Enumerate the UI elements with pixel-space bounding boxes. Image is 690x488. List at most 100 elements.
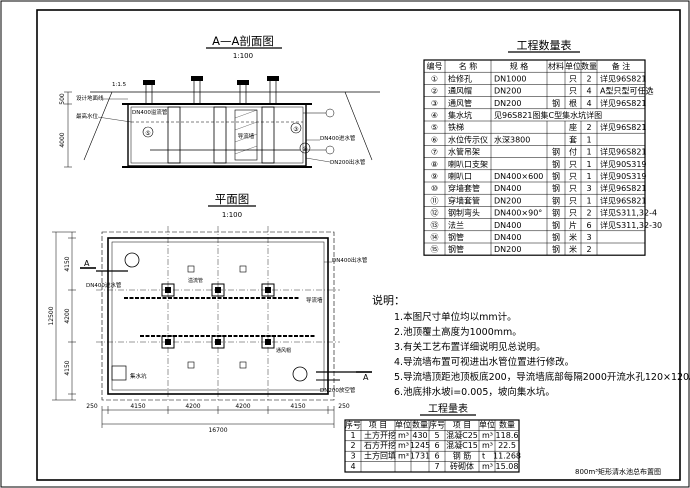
inlet-pipe-label: DN400进水管 <box>86 281 122 289</box>
quantity-table-cell: 只 <box>569 87 577 96</box>
note-item: 4.导流墙布置可视进出水管位置进行修改。 <box>394 356 574 368</box>
earthwork-table-cell: 15.08 <box>496 462 519 471</box>
quantity-table-cell: 钢 <box>552 244 560 254</box>
plan-dim-left: 4150 <box>64 360 71 375</box>
section-cut-label-left: A <box>84 259 90 268</box>
quantity-table-cell: ⑬ <box>431 221 439 230</box>
manhole-icon <box>292 366 308 382</box>
quantity-table-header-cell: 单位 <box>565 61 581 71</box>
manhole-icon <box>124 252 140 268</box>
earthwork-table-cell: 钢 筋 <box>453 451 472 461</box>
note-item: 6.池底排水坡i=0.005，坡向集水坑。 <box>394 386 555 398</box>
section-cut-label-right: A <box>363 373 369 382</box>
section-dim-top: 500 <box>59 93 66 105</box>
quantity-table-cell: 只 <box>569 172 577 181</box>
quantity-table-cell: 4 <box>586 99 591 108</box>
earthwork-table-cell: 1 <box>350 431 355 440</box>
quantity-table-cell: 详见96S821 <box>600 73 647 83</box>
quantity-table-cell: DN200 <box>494 245 521 254</box>
quantity-table-header-cell: 材料 <box>548 61 564 71</box>
quantity-table-cell: ⑩ <box>431 184 438 193</box>
earthwork-table-title: 工程量表 <box>428 402 468 415</box>
note-item: 5.导流墙顶距池顶板底200，导流墙底部每隔2000开流水孔120×120。 <box>394 371 690 383</box>
quantity-table-cell: 通风管 <box>448 98 472 108</box>
quantity-table-cell: ⑥ <box>431 135 438 144</box>
plan-dim-bottom: 4150 <box>130 403 145 410</box>
quantity-table-header-cell: 数量 <box>581 61 597 71</box>
quantity-table-cell: 详见96S821 <box>600 147 647 157</box>
earthwork-table-cell: m³ <box>398 441 409 450</box>
quantity-table-cell: 钢 <box>552 159 560 169</box>
quantity-table-cell: 钢 <box>552 98 560 108</box>
quantity-table-cell: ⑧ <box>431 160 438 169</box>
quantity-table-cell: 水深3800 <box>494 134 530 144</box>
vent-marker <box>239 265 247 273</box>
plan-dim-left: 4200 <box>64 308 71 323</box>
notes-heading: 说明： <box>372 293 405 307</box>
drawing-name: 800m³矩形清水池总布置图 <box>575 467 661 476</box>
quantity-table-cell: 只 <box>569 160 577 169</box>
earthwork-table-cell: m³ <box>482 441 493 450</box>
earthwork-table-header-cell: 项 目 <box>453 420 472 429</box>
quantity-table-cell: 见96S821图集C型集水坑详图 <box>494 110 602 120</box>
svg-text:⑩: ⑩ <box>302 146 307 153</box>
quantity-table-cell: DN400×90° <box>494 209 542 218</box>
quantity-table-cell: 4 <box>586 87 591 96</box>
quantity-table-cell: 钢 <box>552 195 560 205</box>
earthwork-table-cell: 土方回填 <box>364 451 396 461</box>
earthwork-table-cell: 混凝C25 <box>446 430 478 440</box>
earthwork-table-cell: 7 <box>434 462 439 471</box>
quantity-table-cell: ⑭ <box>431 233 439 242</box>
quantity-table-cell: ② <box>431 87 438 96</box>
plan-dim-bottom: 4150 <box>290 403 305 410</box>
plan-dim-left: 4150 <box>64 256 71 271</box>
quantity-table-header-cell: 备 注 <box>612 61 631 71</box>
columns <box>161 283 275 349</box>
quantity-table-cell: 详见96S821 <box>600 122 647 132</box>
quantity-table-cell: 详见90S319 <box>600 159 647 169</box>
svg-text:③: ③ <box>293 126 298 133</box>
earthwork-table-cell: 6 <box>434 441 439 450</box>
quantity-table-cell: 喇叭口支架 <box>448 159 488 169</box>
quantity-table-cell: DN1000 <box>494 74 527 83</box>
quantity-table-cell: 钢 <box>552 171 560 181</box>
quantity-table-cell: ⑫ <box>431 209 439 218</box>
plan-view: 平面图 1:100 导流墙 <box>48 192 372 434</box>
earthwork-table-cell: 11.268 <box>493 452 521 461</box>
note-item: 2.池顶覆土高度为1000mm。 <box>394 326 522 338</box>
quantity-table-cell: 喇叭口 <box>448 171 472 181</box>
quantity-table-cell: 详见96S821 <box>600 98 647 108</box>
earthwork-table-cell: 118.6 <box>496 431 519 440</box>
quantity-table-cell: 3 <box>586 233 591 242</box>
section-title: A—A剖面图 <box>212 34 274 48</box>
earthwork-table-header-cell: 序号 <box>429 419 445 429</box>
earthwork-table-header-cell: 单位 <box>479 419 495 429</box>
quantity-table-cell: 铁梯 <box>448 122 464 132</box>
earthwork-table-cell: 6 <box>434 452 439 461</box>
quantity-table-cell: 米 <box>569 232 577 242</box>
earthwork-table-cell: 砖砌体 <box>450 461 474 471</box>
plan-dim-left-total: 12500 <box>48 306 55 325</box>
plan-dim-bottom: 250 <box>86 403 98 410</box>
quantity-table-cell: 付 <box>569 147 577 157</box>
plan-dim-bottom: 250 <box>338 403 350 410</box>
quantity-table-cell: 2 <box>586 209 591 218</box>
quantity-table-title: 工程数量表 <box>517 38 572 52</box>
earthwork-table-border <box>344 419 520 473</box>
quantity-table-cell: ⑪ <box>431 196 439 205</box>
vent-pipes <box>143 76 279 105</box>
earthwork-table-cell: 2 <box>350 441 355 450</box>
earthwork-table-header-cell: 项 目 <box>369 420 388 429</box>
plan-scale: 1:100 <box>222 211 242 219</box>
quantity-table-cell: 集水坑 <box>448 110 472 120</box>
quantity-table-cell: 钢 <box>552 183 560 193</box>
earthwork-table-cell: 1245 <box>410 441 430 450</box>
quantity-table-cell: ⑨ <box>431 172 438 181</box>
quantity-table-cell: 穿墙套管 <box>448 183 480 193</box>
guide-wall-label: 导流墙 <box>306 296 323 304</box>
note-item: 1.本图尺寸单位均以mm计。 <box>394 311 517 323</box>
